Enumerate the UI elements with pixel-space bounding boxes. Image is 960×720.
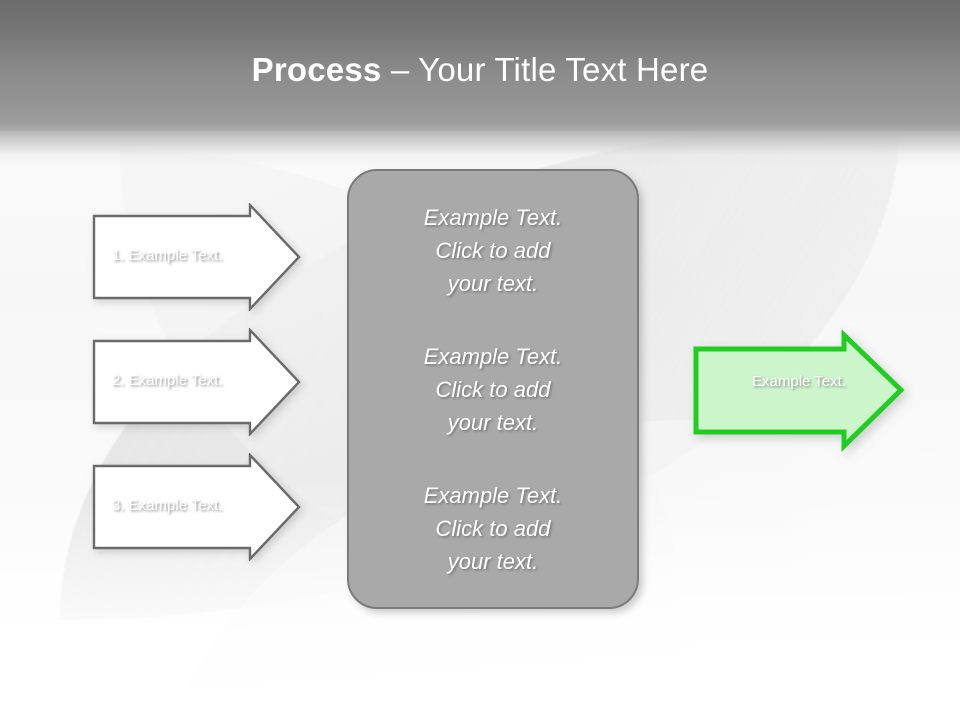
center-text-block-2[interactable]: Example Text. Click to add your text. bbox=[378, 340, 608, 439]
step-arrow-1[interactable] bbox=[92, 203, 302, 311]
center-text-block-2-line-3: your text. bbox=[447, 409, 539, 435]
center-text-block-1-line-3: your text. bbox=[447, 270, 539, 296]
step-arrow-1-label: 1. Example Text. bbox=[112, 247, 223, 264]
page-title: Process – Your Title Text Here bbox=[0, 50, 960, 90]
center-text-block-1[interactable]: Example Text. Click to add your text. bbox=[378, 201, 608, 300]
title-bar bbox=[0, 0, 960, 131]
center-text-stack: Example Text. Click to add your text. Ex… bbox=[349, 171, 637, 607]
step-arrow-2[interactable] bbox=[92, 328, 302, 436]
step-arrow-2-label: 2. Example Text. bbox=[112, 372, 223, 389]
result-arrow[interactable] bbox=[692, 330, 906, 452]
title-bar-fade bbox=[0, 124, 960, 168]
result-arrow-label: Example Text. bbox=[752, 373, 846, 390]
page-title-bold: Process bbox=[251, 51, 382, 88]
center-text-block-3-line-3: your text. bbox=[447, 548, 539, 574]
center-text-block-3-line-2: Click to add bbox=[435, 515, 551, 541]
center-text-block-3-line-1: Example Text. bbox=[423, 482, 563, 508]
step-arrow-3[interactable] bbox=[92, 453, 302, 561]
page-title-regular: – Your Title Text Here bbox=[381, 51, 709, 88]
center-text-block-3[interactable]: Example Text. Click to add your text. bbox=[378, 479, 608, 578]
step-arrow-3-label: 3. Example Text. bbox=[112, 497, 223, 514]
center-text-block-1-line-1: Example Text. bbox=[423, 204, 563, 230]
center-text-block-1-line-2: Click to add bbox=[435, 237, 551, 263]
center-text-block-2-line-2: Click to add bbox=[435, 376, 551, 402]
center-text-block-2-line-1: Example Text. bbox=[423, 343, 563, 369]
center-content-panel[interactable]: Example Text. Click to add your text. Ex… bbox=[347, 169, 639, 609]
